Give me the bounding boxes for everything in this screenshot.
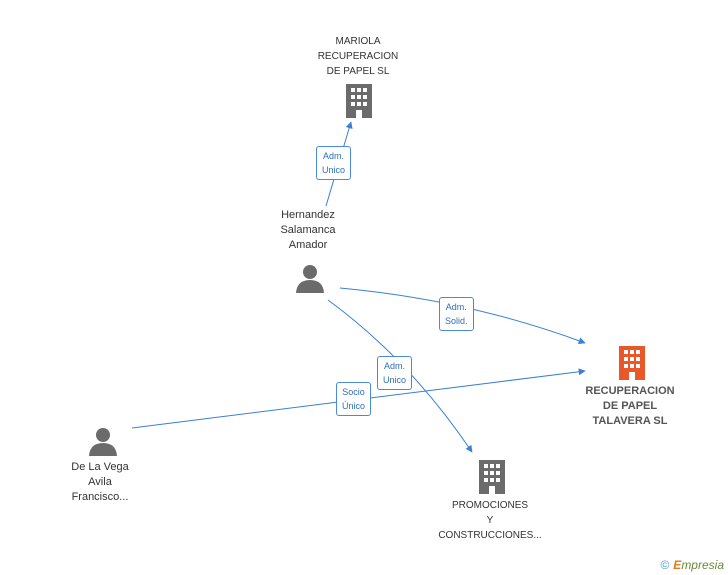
edge-label-line: Unico (383, 375, 407, 385)
building-icon[interactable] (616, 346, 648, 380)
building-icon[interactable] (476, 460, 508, 494)
edge-label-line: Solid. (445, 316, 468, 326)
edge-label-adm-unico[interactable]: Adm. Unico (377, 356, 413, 390)
edge-label-line: Unico (322, 165, 346, 175)
node-recuperacion-label[interactable]: RECUPERACION DE PAPEL TALAVERA SL (574, 384, 686, 429)
node-mariola-label[interactable]: MARIOLA RECUPERACION DE PAPEL SL (298, 34, 418, 79)
node-promociones-label[interactable]: PROMOCIONES Y CONSTRUCCIONES... (425, 498, 555, 543)
node-line: RECUPERACION (317, 51, 399, 62)
node-line: Hernandez (281, 209, 335, 221)
copyright-icon: © (660, 558, 670, 572)
node-line: DE PAPEL SL (326, 66, 390, 77)
node-hernandez-label[interactable]: Hernandez Salamanca Amador (258, 208, 358, 253)
edge-label-adm-solid[interactable]: Adm. Solid. (439, 297, 474, 331)
node-line: Avila (88, 476, 112, 488)
node-line: DE PAPEL (602, 400, 658, 412)
node-line: Francisco... (71, 491, 129, 503)
brand-name: mpresia (681, 558, 724, 572)
node-line: PROMOCIONES (451, 500, 529, 511)
node-line: CONSTRUCCIONES... (438, 530, 542, 541)
brand-initial: E (673, 558, 682, 572)
node-line: Amador (288, 239, 328, 251)
node-line: RECUPERACION (585, 385, 675, 397)
node-line: TALAVERA SL (592, 415, 668, 427)
edge-label-line: Adm. (323, 151, 345, 161)
node-line: De La Vega (71, 461, 129, 473)
brand-footer[interactable]: ©Empresia (660, 558, 724, 572)
building-icon[interactable] (343, 84, 375, 118)
person-icon[interactable] (88, 426, 118, 456)
edge-label-line: Adm. (384, 361, 406, 371)
node-line: Y (486, 515, 494, 526)
node-line: Salamanca (280, 224, 336, 236)
edge-label-line: Único (342, 401, 366, 411)
edge-label-adm-unico[interactable]: Adm. Unico (316, 146, 352, 180)
edge-label-socio-unico[interactable]: Socio Único (336, 382, 372, 416)
edge-label-line: Socio (342, 387, 365, 397)
node-delavega-label[interactable]: De La Vega Avila Francisco... (50, 460, 150, 505)
person-icon[interactable] (295, 263, 325, 293)
node-line: MARIOLA (335, 36, 381, 47)
edge-label-line: Adm. (445, 302, 467, 312)
